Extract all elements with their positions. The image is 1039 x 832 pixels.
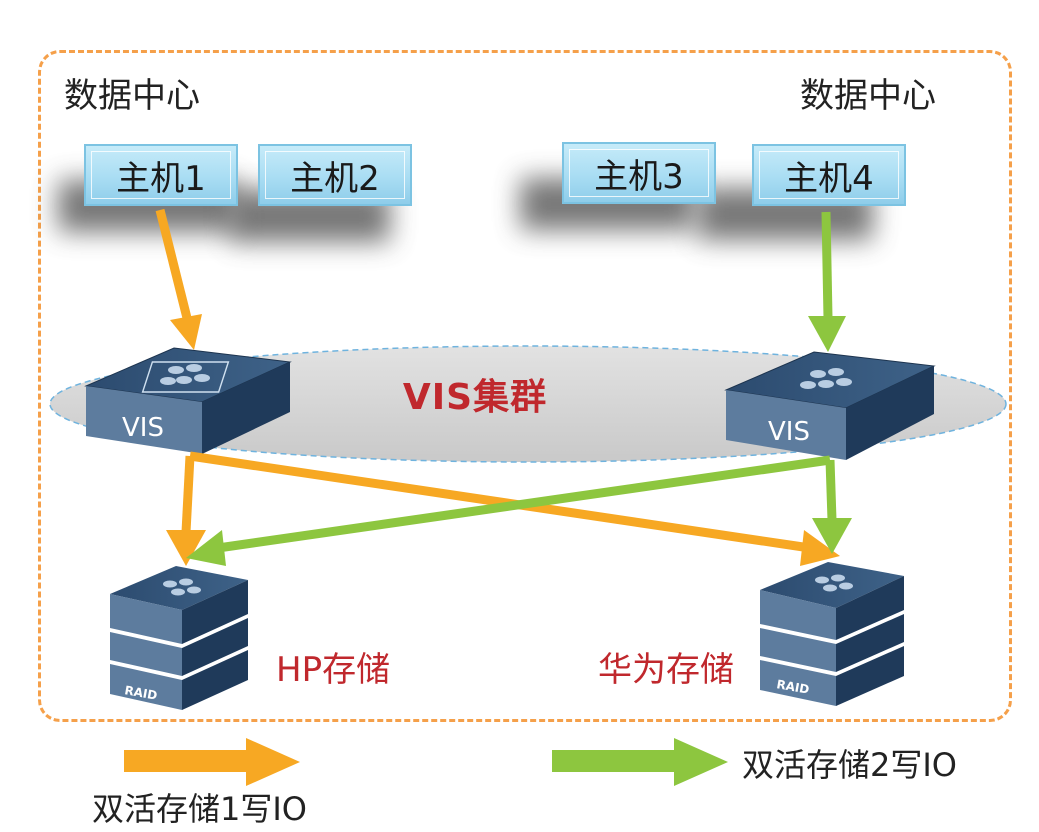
- huawei-storage-array: [760, 562, 904, 706]
- arrow-vis-right-to-huawei-storage: [812, 459, 852, 554]
- arrow-host1-to-vis-left: [155, 208, 202, 350]
- arrow-vis-left-to-huawei-storage: [189, 451, 840, 566]
- arrow-vis-left-to-hp-storage: [166, 455, 206, 566]
- vis-switch-left: [84, 347, 292, 454]
- datacenter-label-left: 数据中心: [64, 76, 200, 116]
- raid-label-right: RAID: [775, 677, 810, 697]
- host-4[interactable]: 主机4: [752, 144, 906, 206]
- hp-storage-array: [110, 566, 248, 710]
- arrow-vis-right-to-hp-storage: [186, 455, 831, 566]
- host-2[interactable]: 主机2: [258, 144, 412, 206]
- legend-orange-arrow: [124, 738, 300, 786]
- cluster-label: VIS集群: [402, 377, 548, 418]
- hp-storage-label: HP存储: [276, 650, 391, 690]
- raid-label-left: RAID: [123, 683, 158, 703]
- vis-label-right: VIS: [768, 417, 810, 447]
- datacenter-frame: [38, 50, 1012, 722]
- legend-green-arrow: [552, 738, 728, 786]
- datacenter-label-right: 数据中心: [800, 76, 936, 116]
- arrow-host4-to-vis-right: [808, 211, 846, 352]
- vis-label-left: VIS: [122, 413, 164, 443]
- host-1[interactable]: 主机1: [84, 144, 238, 206]
- host-3[interactable]: 主机3: [562, 142, 716, 204]
- legend-green-label: 双活存储2写IO: [742, 746, 957, 784]
- huawei-storage-label: 华为存储: [598, 650, 734, 690]
- legend-orange-label: 双活存储1写IO: [92, 790, 307, 828]
- vis-switch-right: [724, 351, 936, 460]
